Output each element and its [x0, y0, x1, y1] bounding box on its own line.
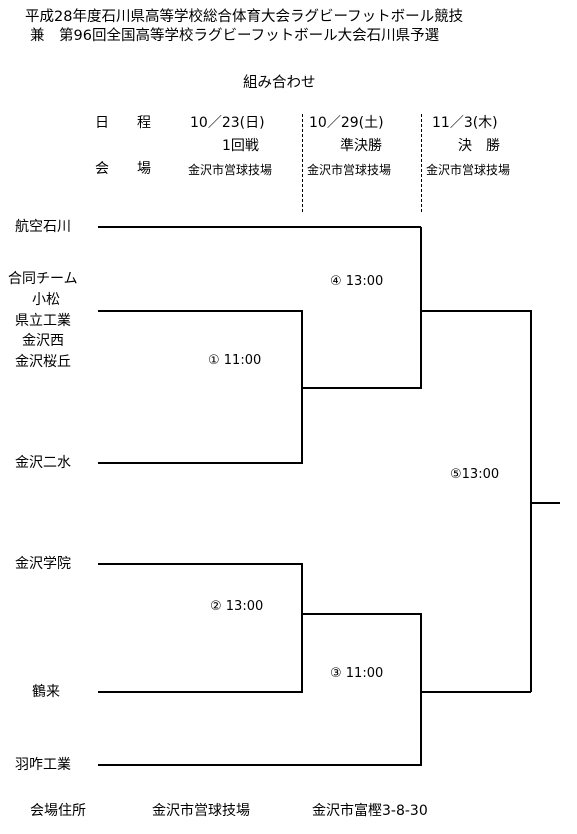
semifinal-name: 準決勝 [340, 138, 382, 154]
bracket-line-m2 [98, 563, 303, 693]
bracket-line-m4 [421, 310, 532, 692]
team-kanazawa-gakuin: 金沢学院 [15, 556, 71, 572]
round1-name: 1回戦 [222, 138, 259, 154]
team-tsurugi: 鶴来 [32, 684, 60, 700]
schedule-date-label: 日 程 [95, 115, 151, 131]
team-kanazawa-nishi: 金沢西 [22, 333, 64, 349]
footer-venue: 金沢市営球技場 [152, 803, 250, 819]
team-joint-team: 合同チーム [8, 271, 78, 287]
round1-venue: 金沢市営球技場 [188, 163, 273, 177]
team-koku-ishikawa: 航空石川 [15, 219, 71, 235]
footer-address: 金沢市富樫3-8-30 [312, 803, 428, 819]
final-date: 11／3(木) [432, 115, 498, 131]
team-komatsu: 小松 [32, 292, 60, 308]
semifinal-venue: 金沢市営球技場 [307, 163, 392, 177]
team-kanazawa-nisui: 金沢二水 [15, 455, 71, 471]
match-4-time: ④ 13:00 [330, 274, 384, 289]
round1-date: 10／23(日) [190, 115, 265, 131]
match-1-time: ① 11:00 [208, 353, 262, 368]
column-divider-2 [421, 114, 422, 212]
bracket-line-t2 [98, 310, 303, 464]
semifinal-date: 10／29(土) [309, 115, 384, 131]
final-venue: 金沢市営球技場 [426, 163, 511, 177]
team-hakui-kogyo: 羽咋工業 [15, 757, 71, 773]
bracket-line-m1 [302, 227, 422, 389]
title-line-2: 兼 第96回全国高等学校ラグビーフットボール大会石川県予選 [30, 28, 440, 44]
team-kenritsu-kogyo: 県立工業 [15, 313, 71, 329]
footer-label: 会場住所 [30, 803, 86, 819]
team-kanazawa-sakuragaoka: 金沢桜丘 [15, 354, 71, 370]
bracket-line-m3 [98, 613, 422, 766]
schedule-venue-label: 会 場 [95, 161, 151, 177]
match-5-time: ⑤13:00 [450, 467, 500, 482]
column-divider-1 [302, 114, 303, 212]
match-2-time: ② 13:00 [210, 599, 264, 614]
match-3-time: ③ 11:00 [330, 666, 384, 681]
page-subtitle: 組み合わせ [243, 75, 316, 91]
title-line-1: 平成28年度石川県高等学校総合体育大会ラグビーフットボール競技 [25, 9, 464, 25]
final-name: 決 勝 [458, 138, 500, 154]
